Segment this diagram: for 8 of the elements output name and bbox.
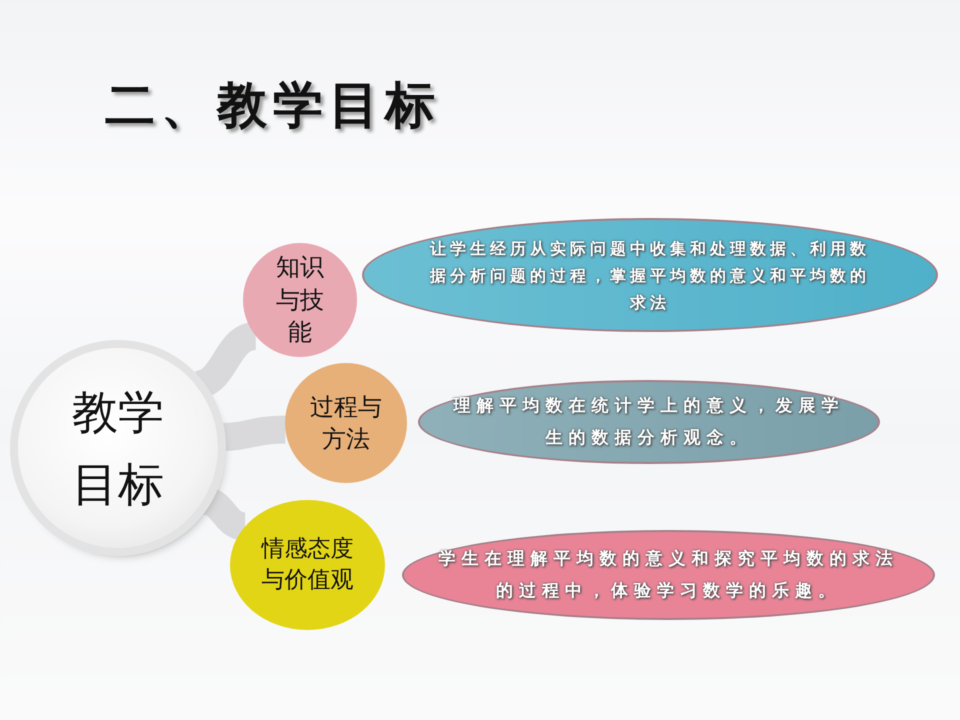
topic-label: 过程与方法 [309,392,383,455]
goal-text: 学生在理解平均数的意义和探究平均数的求法的过程中，体验学习数学的乐趣。 [438,548,900,603]
slide-title: 二、教学目标 [105,74,441,136]
topic-label: 教学目标 [71,384,165,513]
topic-label: 情感态度与价值观 [260,534,354,595]
goal-text: 理解平均数在统计学上的意义，发展学生的数据分析观念。 [452,395,846,450]
topic-label: 知识与技能 [275,252,325,348]
goal-text: 让学生经历从实际问题中收集和处理数据、利用数据分析问题的过程，掌握平均数的意义和平均数的求法 [430,238,870,314]
